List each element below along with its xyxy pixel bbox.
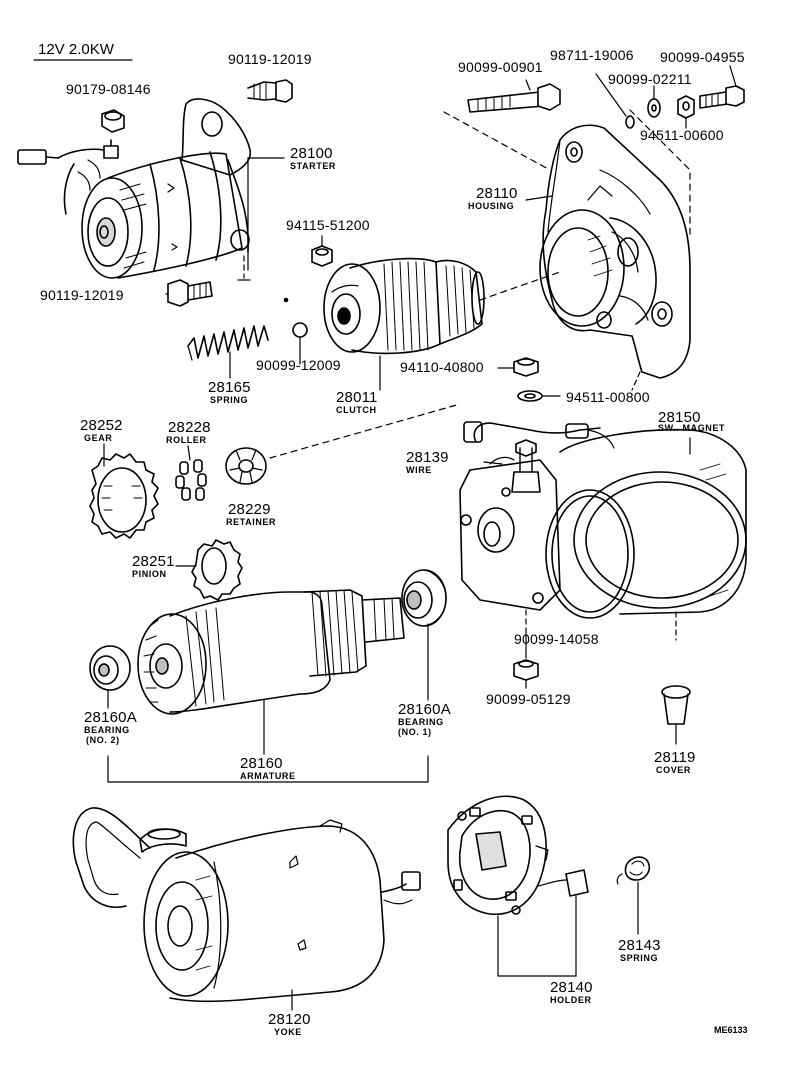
bolt-90119-12019-top-drawing [247,79,293,103]
part-number-housing: 28110 [476,185,518,202]
part-number-98711: 98711-19006 [550,47,634,63]
part-number-nut-top: 90179-08146 [66,81,151,97]
spring-28165-drawing [187,325,269,379]
part-number-washer-00800: 94511-00800 [566,389,650,405]
part-number-yoke: 28120 [268,1011,311,1028]
part-name-wire: WIRE [406,465,432,475]
part-number-wire: 28139 [406,449,449,466]
part-name-armature: ARMATURE [240,771,296,781]
part-number-washer-02211: 90099-02211 [608,71,692,87]
part-name-bearing-no1: BEARING [398,717,444,727]
spec-header: 12V 2.0KW [38,41,114,58]
armature-drawing [137,589,405,755]
part-name-sw-magnet: SW.. MAGNET [658,423,726,433]
part-number-bearing-no2: 28160A [84,709,137,726]
part-number-ball: 90099-12009 [256,357,341,373]
part-name-gear: GEAR [84,433,113,443]
part-number-nut-05129: 90099-05129 [486,691,571,707]
part-number-gear: 28252 [80,417,123,434]
ball-90099-12009-drawing [283,297,308,365]
bearing-no2-drawing [89,645,131,709]
part-name-bearing-no2: BEARING [84,725,130,735]
armature-bracket-lines [107,755,429,783]
roller-28228-drawing [175,445,207,501]
diagram-code: ME6133 [714,1025,748,1035]
part-number-spring-28143: 28143 [618,937,661,954]
oring-and-nut-leaders [513,609,539,689]
retainer-28229-drawing [225,447,267,485]
bearing-no1-drawing [401,569,447,701]
part-number-oring: 90099-14058 [514,631,599,647]
housing-drawing [443,109,691,391]
bolt-90119-12019-left-drawing [165,279,213,307]
washer-94511-00800-drawing [517,390,561,402]
part-number-bolt-left: 90119-12019 [40,287,124,303]
part-name-retainer: RETAINER [226,517,277,527]
part-number-holder: 28140 [550,979,593,996]
part-name-pinion: PINION [132,569,167,579]
part-number-armature: 28160 [240,755,283,772]
part-number-nut-40800: 94110-40800 [400,359,484,375]
part-number-bolt-housing: 90099-00901 [458,59,543,75]
part-name-spring-28143: SPRING [620,953,659,963]
cover-28119-drawing [661,611,691,745]
part-number-retainer: 28229 [228,501,271,518]
part-number-bolt-top: 90119-12019 [228,51,312,67]
pinion-28251-drawing [175,539,243,601]
holder-drawing [447,795,589,977]
part-sub-bearing-no2: (NO. 2) [86,735,120,745]
part-number-04955: 90099-04955 [660,49,745,65]
part-number-starter: 28100 [290,145,333,162]
part-number-washer-00600: 94511-00600 [640,127,724,143]
part-name-roller: ROLLER [166,435,207,445]
part-number-spring-28165: 28165 [208,379,251,396]
bolt-90099-04955-drawing [699,65,745,109]
part-number-roller: 28228 [168,419,211,436]
part-name-housing: HOUSING [468,201,515,211]
part-name-cover: COVER [656,765,692,775]
part-number-pinion: 28251 [132,553,175,570]
part-name-holder: HOLDER [550,995,592,1005]
bolt-90099-00901-drawing [467,79,561,113]
part-sub-bearing-no1: (NO. 1) [398,727,432,737]
part-name-clutch: CLUTCH [336,405,377,415]
part-number-sw-magnet: 28150 [658,409,701,426]
nut-94115-51200-drawing [311,235,333,267]
nut-94110-40800-drawing [497,357,539,377]
nut-90179-08146-drawing [101,109,125,133]
starter-assembly-drawing [17,98,285,281]
gear-28252-drawing [89,443,159,539]
part-number-nut-clutch: 94115-51200 [286,217,370,233]
sw-magnet-drawing [459,421,747,619]
part-name-yoke: YOKE [274,1027,302,1037]
part-number-bearing-no1: 28160A [398,701,451,718]
part-number-cover: 28119 [654,749,696,766]
yoke-drawing [72,807,421,1011]
washers-top-right-drawing [595,73,695,129]
spring-28143-drawing [616,856,651,935]
part-number-clutch: 28011 [336,389,378,406]
part-name-spring-28165: SPRING [210,395,249,405]
part-name-starter: STARTER [290,161,337,171]
